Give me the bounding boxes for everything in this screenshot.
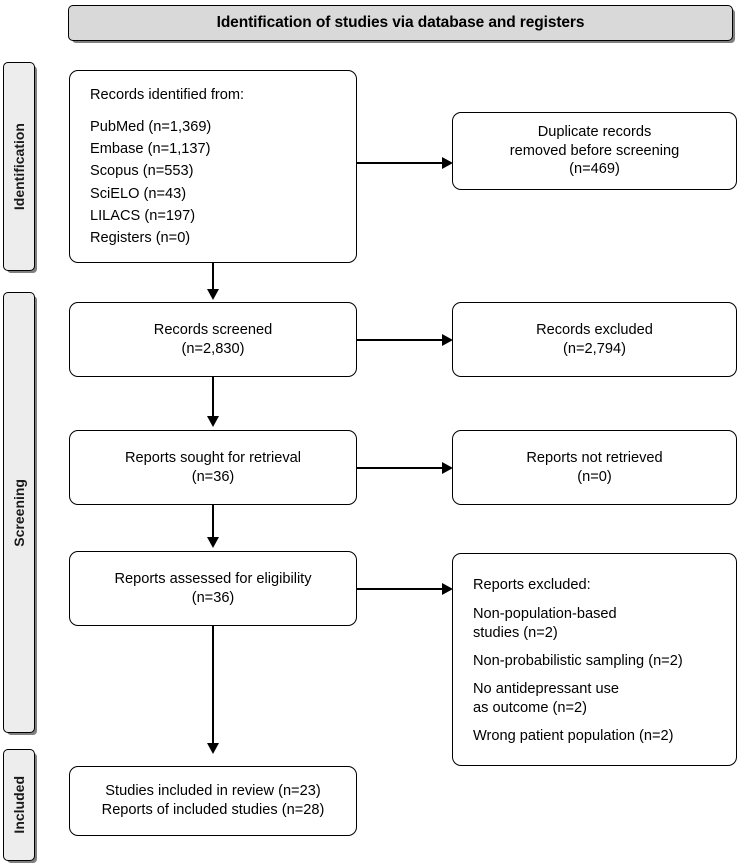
box-records-screened: Records screened (n=2,830)	[69, 302, 357, 377]
connector-identified-to-duplicates	[357, 162, 444, 164]
records-screened-count: (n=2,830)	[181, 340, 245, 357]
records-identified-source-pubmed: PubMed (n=1,369)	[90, 119, 212, 136]
reports-not-retrieved-count: (n=0)	[577, 468, 612, 485]
connector-identified-to-screened	[212, 263, 214, 292]
phase-label-included-text: Included	[11, 776, 27, 834]
banner-title: Identification of studies via database a…	[216, 14, 585, 31]
arrowhead-sought-to-assessed	[207, 537, 219, 548]
arrowhead-identified-to-screened	[207, 289, 219, 300]
box-reports-sought-for-retrieval: Reports sought for retrieval (n=36)	[69, 430, 357, 505]
arrowhead-screened-to-sought	[207, 416, 219, 427]
reports-excluded-reason-wrong-patient-population: Wrong patient population (n=2)	[473, 727, 674, 744]
records-identified-source-scopus: Scopus (n=553)	[90, 163, 194, 180]
studies-included-in-review: Studies included in review (n=23)	[105, 783, 321, 800]
reports-excluded-heading: Reports excluded:	[473, 576, 591, 593]
arrowhead-identified-to-duplicates	[442, 157, 453, 169]
records-identified-source-lilacs: LILACS (n=197)	[90, 207, 196, 224]
reports-excluded-reason-non-probabilistic-sampling: Non-probabilistic sampling (n=2)	[473, 652, 683, 669]
diagram-header-banner: Identification of studies via database a…	[68, 5, 733, 41]
records-excluded-label: Records excluded	[536, 321, 653, 338]
duplicates-count: (n=469)	[569, 161, 620, 178]
reports-excluded-reason-no-antidepressant-use: No antidepressant use as outcome (n=2)	[473, 680, 620, 716]
records-identified-source-scielo: SciELO (n=43)	[90, 185, 187, 202]
reports-sought-label: Reports sought for retrieval	[124, 449, 302, 466]
arrowhead-sought-to-not-retrieved	[442, 462, 453, 474]
records-screened-label: Records screened	[153, 321, 273, 338]
box-records-excluded: Records excluded (n=2,794)	[452, 302, 737, 377]
reports-assessed-label: Reports assessed for eligibility	[114, 570, 312, 587]
box-studies-included: Studies included in review (n=23) Report…	[69, 766, 357, 836]
connector-sought-to-not-retrieved	[357, 467, 444, 469]
connector-sought-to-assessed	[212, 505, 214, 540]
duplicates-line-2: removed before screening	[509, 142, 680, 159]
reports-not-retrieved-label: Reports not retrieved	[526, 449, 663, 466]
connector-screened-to-sought	[212, 377, 214, 419]
reports-of-included-studies: Reports of included studies (n=28)	[101, 802, 325, 818]
duplicates-line-1: Duplicate records	[537, 123, 652, 140]
arrowhead-screened-to-records-excluded	[442, 334, 453, 346]
box-records-identified: Records identified from: PubMed (n=1,369…	[69, 70, 357, 263]
connector-screened-to-records-excluded	[357, 339, 444, 341]
phase-label-identification: Identification	[3, 62, 35, 271]
arrowhead-assessed-to-reports-excluded	[442, 583, 453, 595]
connector-assessed-to-reports-excluded	[357, 588, 444, 590]
box-reports-excluded-reasons: Reports excluded: Non-population-based s…	[452, 553, 737, 766]
reports-sought-count: (n=36)	[191, 468, 235, 485]
reports-excluded-reason-non-population-based: Non-population-based studies (n=2)	[473, 605, 617, 641]
records-identified-source-embase: Embase (n=1,137)	[90, 141, 211, 158]
records-identified-heading: Records identified from:	[90, 86, 245, 103]
connector-assessed-to-included	[212, 626, 214, 746]
reports-assessed-count: (n=36)	[191, 589, 235, 606]
box-reports-not-retrieved: Reports not retrieved (n=0)	[452, 430, 737, 505]
phase-label-included: Included	[3, 749, 35, 861]
phase-label-screening: Screening	[3, 292, 35, 733]
arrowhead-assessed-to-included	[207, 743, 219, 754]
phase-label-screening-text: Screening	[11, 478, 27, 547]
box-reports-assessed-for-eligibility: Reports assessed for eligibility (n=36)	[69, 551, 357, 626]
phase-label-identification-text: Identification	[11, 122, 27, 211]
box-duplicate-records-removed: Duplicate records removed before screeni…	[452, 112, 737, 190]
records-identified-source-registers: Registers (n=0)	[90, 229, 191, 246]
records-excluded-count: (n=2,794)	[563, 340, 626, 357]
